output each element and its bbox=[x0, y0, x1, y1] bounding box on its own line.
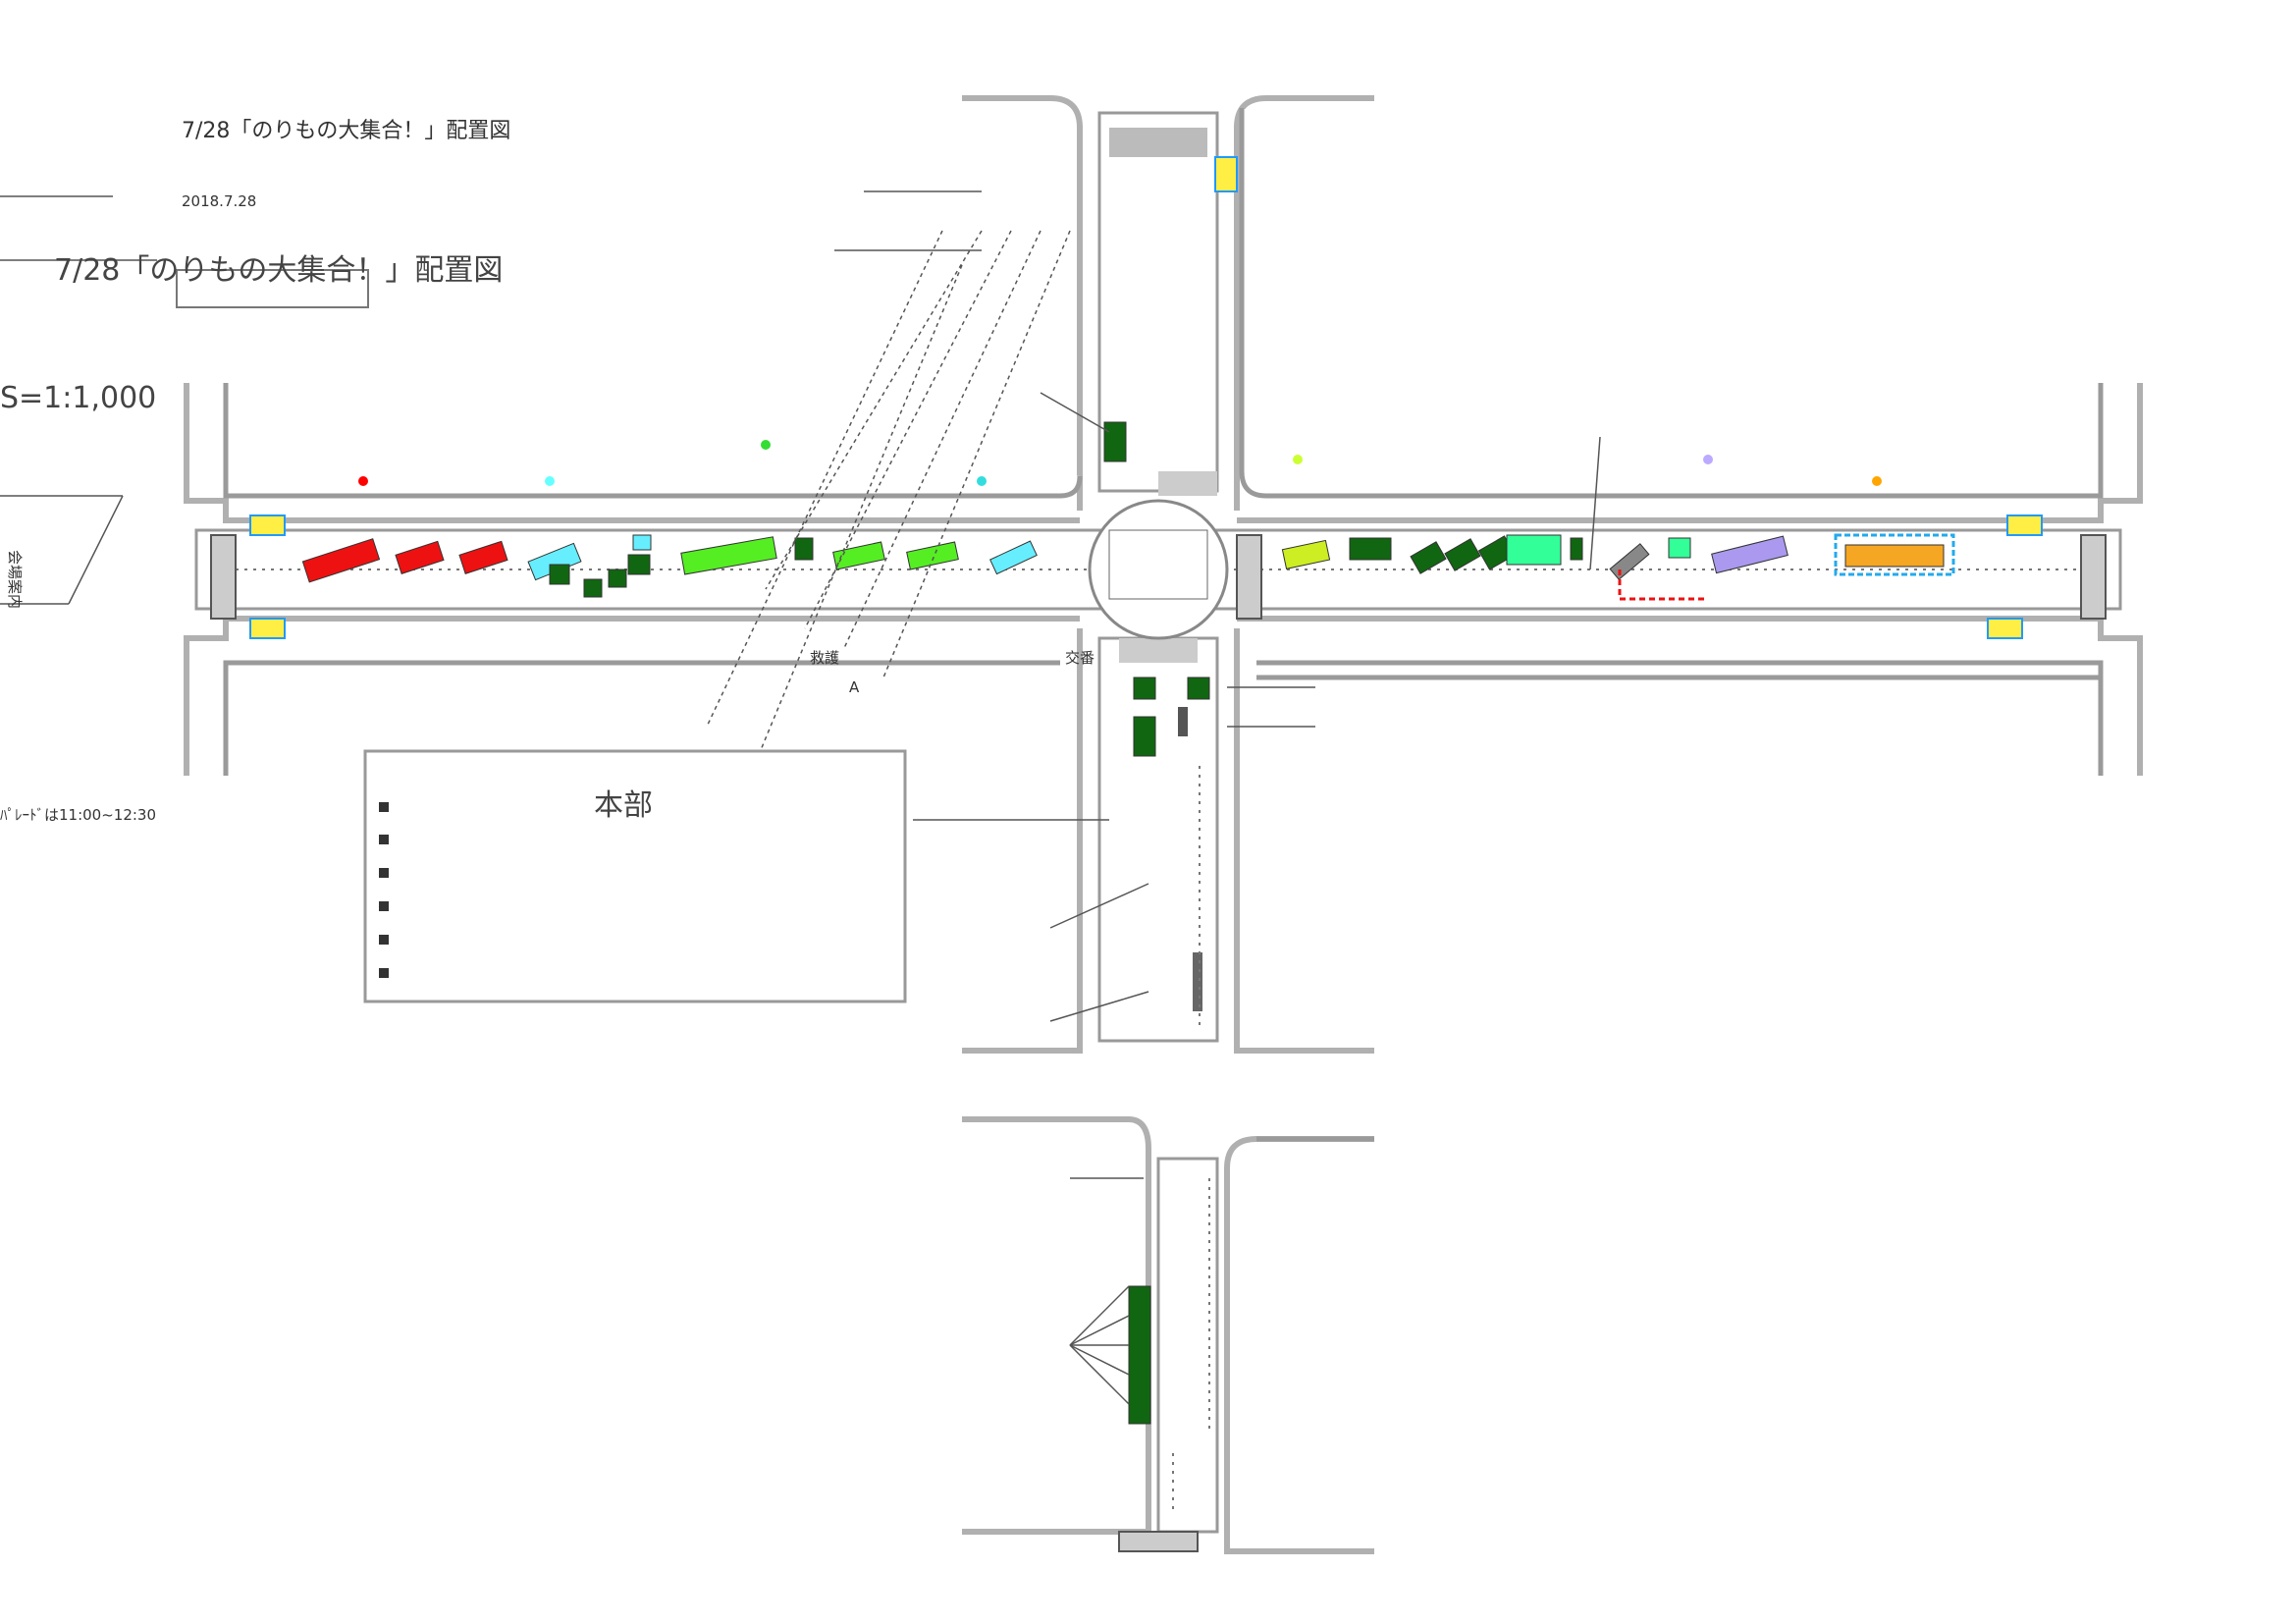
info-box bbox=[363, 749, 907, 1003]
title-box bbox=[176, 269, 369, 308]
a-label: A bbox=[849, 678, 860, 696]
bollards bbox=[1172, 766, 1210, 1512]
leader-lines bbox=[0, 190, 1601, 1405]
blocks bbox=[223, 108, 2104, 1142]
map-title: 7/28「のりもの大集合！」配置図 bbox=[54, 253, 503, 288]
south-street bbox=[962, 628, 1374, 1554]
kyuugo-label: 救護 bbox=[810, 649, 839, 667]
map-time-note: ﾊﾟﾚｰﾄﾞは11:00~12:30 bbox=[0, 806, 156, 824]
barriers bbox=[210, 534, 2107, 1552]
yellow-markers bbox=[249, 156, 2043, 639]
legend-dots bbox=[358, 440, 1882, 486]
honbu-label: 本部 bbox=[594, 788, 653, 823]
sidebar-label: 会場案内 bbox=[6, 550, 24, 609]
kouban-label: 交番 bbox=[1065, 649, 1095, 667]
route-arrow bbox=[1618, 569, 1708, 601]
map-date: 2018.7.28 bbox=[182, 192, 256, 210]
map-small-title: 7/28「のりもの大集合！」配置図 bbox=[182, 119, 510, 143]
map-scale: S=1:1,000 bbox=[0, 381, 156, 415]
intersection bbox=[1088, 499, 1229, 640]
